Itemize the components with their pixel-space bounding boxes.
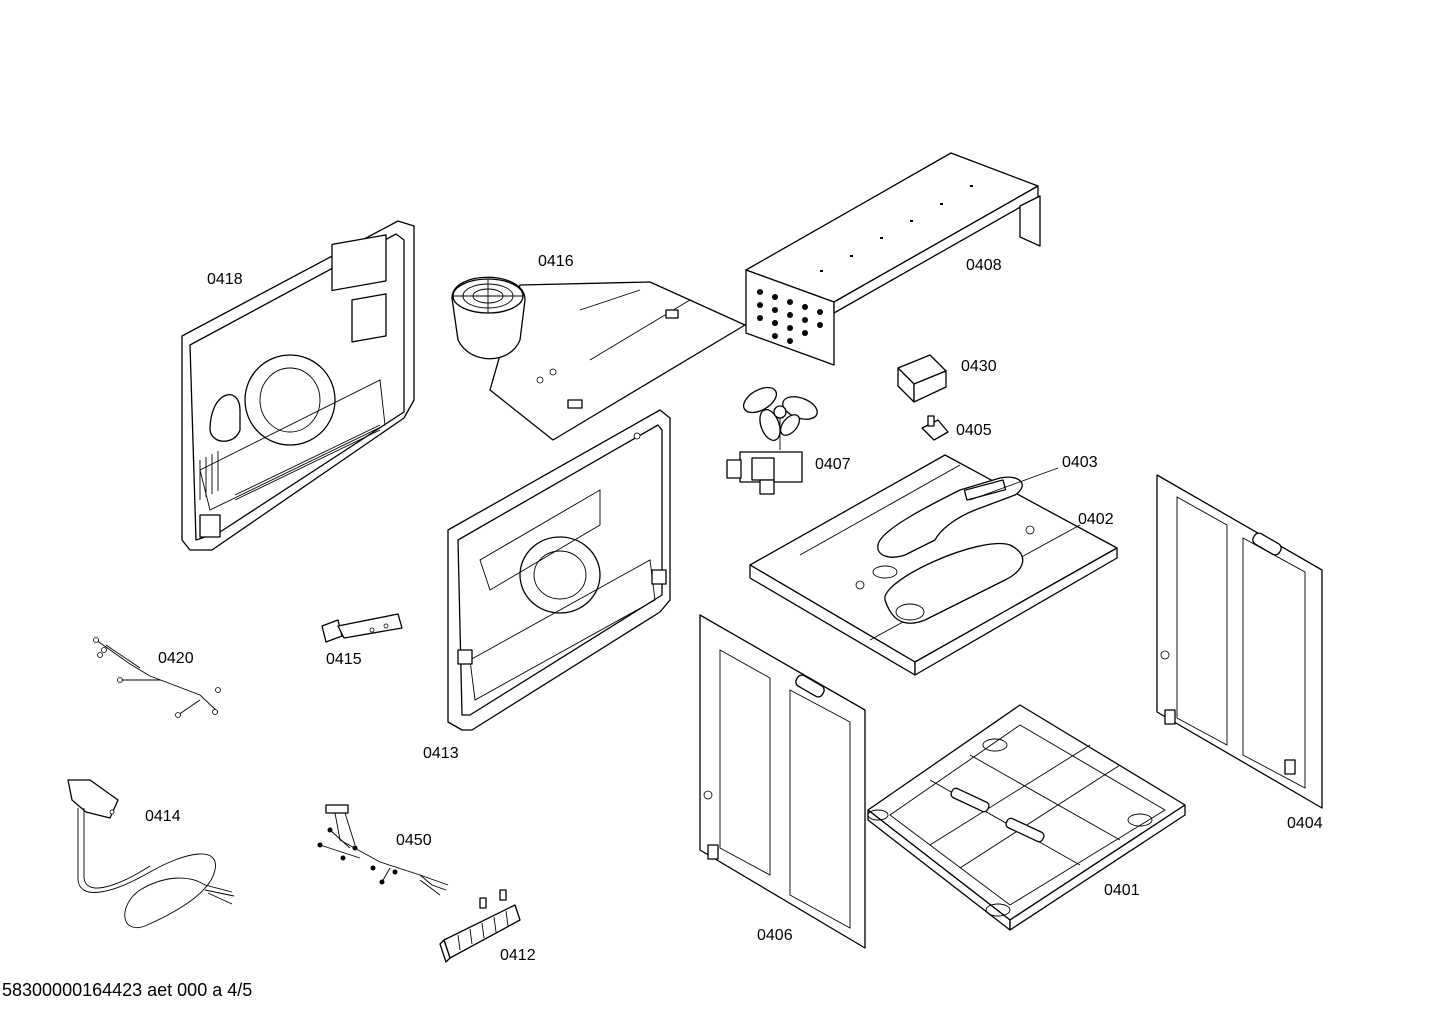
label-0408: 0408: [966, 257, 1002, 274]
label-0413: 0413: [423, 745, 459, 762]
label-0430: 0430: [961, 358, 997, 375]
part-0405-clip: [921, 415, 949, 441]
label-0405: 0405: [956, 422, 992, 439]
label-0416: 0416: [538, 253, 574, 270]
label-0406: 0406: [757, 927, 793, 944]
part-0418-back-panel: [181, 220, 415, 551]
part-0407-fan-motor: [726, 386, 818, 495]
part-0406-side-panel: [699, 614, 866, 949]
part-0450-wiring: [317, 804, 449, 896]
part-0404-side-panel: [1156, 474, 1323, 809]
part-0402-bottom-plate: [749, 454, 1118, 676]
part-0413-inner-panel: [447, 409, 671, 731]
label-0403: 0403: [1062, 454, 1098, 471]
part-0415-bracket: [321, 613, 403, 643]
label-0420: 0420: [158, 650, 194, 667]
part-0430-cap: [897, 354, 947, 403]
document-footer: 58300000164423 aet 000 a 4/5: [2, 980, 253, 1000]
part-0403-heater-element: [872, 476, 1024, 624]
part-0416-fan-housing: [451, 276, 746, 441]
part-0414-power-cord: [67, 779, 235, 929]
label-0402: 0402: [1078, 511, 1114, 528]
part-0401-base-frame: [867, 704, 1186, 931]
label-0407: 0407: [815, 456, 851, 473]
label-0412: 0412: [500, 947, 536, 964]
label-0414: 0414: [145, 808, 181, 825]
label-0404: 0404: [1287, 815, 1323, 832]
leader-0403: [969, 467, 1059, 501]
label-0450: 0450: [396, 832, 432, 849]
part-0420-wire-harness: [93, 637, 221, 718]
label-0418: 0418: [207, 271, 243, 288]
label-0401: 0401: [1104, 882, 1140, 899]
part-0408-top-cover: [745, 152, 1041, 366]
label-0415: 0415: [326, 651, 362, 668]
part-0412-terminal-block: [439, 889, 521, 963]
